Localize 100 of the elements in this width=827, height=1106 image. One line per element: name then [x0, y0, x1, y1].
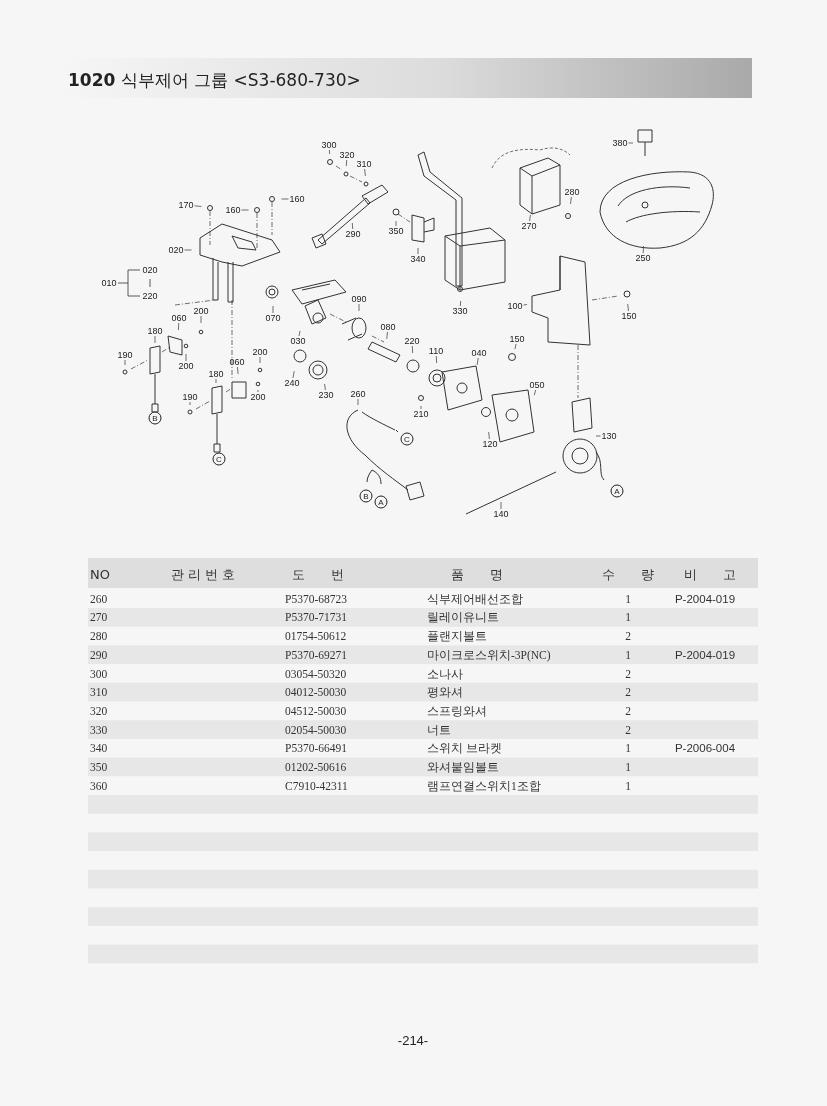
table-cell: 270 [90, 610, 108, 624]
leader-line [529, 214, 531, 222]
callout-number: 180 [207, 369, 225, 379]
table-cell: 1 [625, 760, 631, 774]
table-cell: P5370-69271 [285, 648, 347, 662]
callout-number: 150 [508, 334, 526, 344]
leader-line [642, 245, 644, 254]
leader-line [628, 142, 634, 144]
leader-line [395, 220, 397, 227]
table-cell: 램프연결스위치1조합 [427, 779, 541, 793]
table-cell: 너트 [427, 723, 451, 737]
callout-number: 160 [224, 205, 242, 215]
table-cell: 330 [90, 723, 108, 737]
table-cell: 04012-50030 [285, 685, 347, 699]
table-cell: P5370-71731 [285, 610, 347, 624]
table-cell: 2 [625, 667, 631, 680]
leader-line [292, 370, 295, 379]
callout-number: 190 [116, 350, 134, 360]
callout-number: 110 [427, 346, 445, 356]
column-header: 관리번호 [171, 566, 239, 582]
leader-line [357, 398, 359, 406]
leader-line [500, 501, 502, 510]
leader-line [200, 315, 202, 324]
table-cell: 2 [625, 629, 631, 643]
table-cell: 04512-50030 [285, 704, 347, 718]
table-cell: 260 [90, 592, 108, 606]
leader-line [476, 357, 479, 366]
callout-number: 060 [228, 357, 246, 367]
leader-line [257, 389, 259, 393]
callout-number: 080 [379, 322, 397, 332]
callout-number: 090 [350, 294, 368, 304]
table-cell: 350 [90, 760, 108, 774]
table-cell: 식부제어배선조합 [427, 592, 523, 606]
connector-mark: A [610, 484, 624, 498]
table-cell: 03054-50320 [285, 667, 347, 680]
table-cell: 01754-50612 [285, 629, 347, 643]
table-cell: P-2004-019 [674, 592, 736, 606]
leader-line [329, 149, 330, 155]
table-cell: 02054-50030 [285, 723, 347, 737]
callout-number: 240 [283, 378, 301, 388]
callout-number: 250 [634, 253, 652, 263]
callout-number: 200 [249, 392, 267, 402]
leader-line [435, 355, 437, 364]
callout-number: 300 [320, 140, 338, 150]
callout-number: 070 [264, 313, 282, 323]
table-cell: 소나사 [427, 667, 463, 680]
callout-number: 100 [506, 301, 524, 311]
leader-line [523, 304, 528, 306]
callout-number: 270 [520, 221, 538, 231]
callout-number: 320 [338, 150, 356, 160]
callout-number: 020 [141, 265, 159, 275]
callout-number: 200 [251, 347, 269, 357]
table-cell: 릴레이유니트 [427, 610, 499, 624]
table-cell: P-2004-019 [674, 648, 736, 662]
callout-number: 330 [451, 306, 469, 316]
table-cell: 280 [90, 629, 108, 643]
callout-number: 180 [146, 326, 164, 336]
leader-line [184, 249, 192, 251]
callout-number: 010 [100, 278, 118, 288]
callout-number: 050 [528, 380, 546, 390]
leader-line [241, 209, 249, 211]
leader-line [488, 431, 490, 440]
leader-line [358, 303, 360, 312]
leader-line [324, 383, 326, 391]
leader-line [420, 405, 422, 410]
callout-number: 200 [192, 306, 210, 316]
callout-number: 220 [141, 291, 159, 301]
leader-line [298, 330, 301, 337]
leader-line [189, 401, 191, 406]
callout-number: 130 [600, 431, 618, 441]
callout-number: 200 [177, 361, 195, 371]
leader-line [627, 303, 629, 312]
page-number: -214- [397, 1032, 429, 1048]
connector-mark: C [212, 452, 226, 466]
callout-number: 290 [344, 229, 362, 239]
callout-number: 190 [181, 392, 199, 402]
connector-mark: B [359, 489, 373, 503]
table-cell: 290 [90, 648, 108, 662]
leader-line [124, 359, 126, 366]
table-cell: 300 [90, 667, 108, 680]
table-cell: 360 [90, 779, 108, 793]
leader-line [386, 331, 388, 340]
table-cell: 2 [625, 704, 631, 718]
callout-number: 040 [470, 348, 488, 358]
column-header: 비 고 [683, 566, 737, 582]
table-cell: P5370-66491 [285, 741, 347, 755]
table-cell: 320 [90, 704, 108, 718]
table-cell: 평와셔 [427, 685, 463, 699]
callout-number: 280 [563, 187, 581, 197]
table-cell: 1 [625, 741, 631, 755]
leader-line [533, 389, 536, 396]
table-cell: 스위치 브라켓 [427, 741, 502, 755]
callout-number: 160 [288, 194, 306, 204]
column-header: 품 명 [450, 566, 504, 582]
leader-line [364, 168, 366, 177]
leader-line [194, 205, 202, 207]
callout-number: 170 [177, 200, 195, 210]
column-header: 도 번 [291, 566, 345, 582]
callout-number: 340 [409, 254, 427, 264]
connector-mark: B [148, 411, 162, 425]
